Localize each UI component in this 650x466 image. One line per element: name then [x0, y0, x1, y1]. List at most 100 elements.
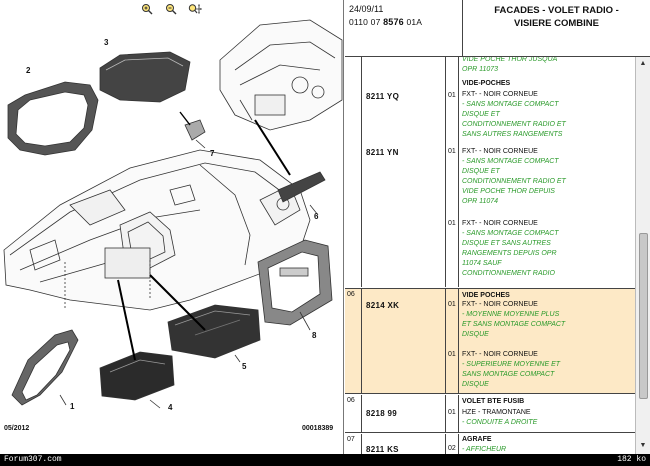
qty-cell: 01: [446, 145, 459, 215]
diagram-date: 05/2012: [4, 425, 30, 432]
description-cell: VIDE-POCHES FXT- - NOIR CORNEUE - SANS M…: [459, 77, 635, 145]
part-qty: 01: [448, 301, 456, 308]
description-cell: VIDE POCHE THOR JUSQUA OPR 11073: [459, 57, 635, 77]
callout-label: 7: [210, 149, 215, 158]
qty-cell: 01: [446, 215, 459, 287]
part-ref[interactable]: 8211 YN: [366, 148, 399, 157]
description-line: - CONDUITE A DROITE: [462, 419, 538, 426]
description-line: DISQUE ET SANS AUTRES: [462, 240, 551, 247]
ref-cell: 8218 99: [362, 395, 446, 432]
description-cell: AGRAFE - AFFICHEUR: [459, 434, 635, 454]
section-cell: [345, 145, 362, 215]
description-line: FXT- - NOIR CORNEUE: [462, 351, 538, 358]
zoom-out-icon[interactable]: [164, 2, 178, 16]
description-cell: VOLET BTE FUSIB HZE - TRAMONTANE - CONDU…: [459, 395, 635, 432]
description-line: DISQUE ET: [462, 111, 500, 118]
description-cell: FXT- - NOIR CORNEUE - SANS MONTAGE COMPA…: [459, 215, 635, 287]
part-qty: 02: [448, 445, 456, 452]
ref-prefix: 0110 07: [349, 17, 381, 27]
description-line: OPR 11073: [462, 66, 499, 73]
section-cell: 06: [345, 289, 362, 393]
part-qty: 01: [448, 220, 456, 227]
part-ref[interactable]: 8218 99: [366, 409, 398, 418]
table-row: VIDE POCHE THOR JUSQUA OPR 11073: [345, 57, 635, 77]
table-row[interactable]: 8211 YQ 01 VIDE-POCHES FXT- - NOIR CORNE…: [345, 77, 635, 145]
description-line: DISQUE ET: [462, 168, 500, 175]
arrow-down-icon[interactable]: ▼: [639, 442, 647, 449]
ref-suffix: 01A: [406, 17, 423, 27]
description-cell: FXT- - NOIR CORNEUE - SANS MONTAGE COMPA…: [459, 145, 635, 215]
arrow-up-icon[interactable]: ▲: [639, 60, 647, 67]
header-ref-cell: 24/09/11 0110 07 8576 01A: [345, 0, 463, 57]
file-size: 182 ko: [617, 455, 646, 464]
title-line: VISIERE COMBINE: [514, 18, 599, 29]
callout-label: 6: [314, 212, 319, 221]
description-line: RANGEMENTS DEPUIS OPR: [462, 250, 557, 257]
table-row[interactable]: 8211 YN 01 FXT- - NOIR CORNEUE - SANS MO…: [345, 145, 635, 215]
ref-main: 8576: [383, 17, 404, 27]
part-qty: 01: [448, 409, 456, 416]
part-ref[interactable]: 8211 YQ: [366, 92, 400, 101]
part-qty: 01: [448, 351, 456, 358]
part-title: VOLET BTE FUSIB: [462, 398, 525, 405]
zoom-in-icon[interactable]: [140, 2, 154, 16]
part-ref[interactable]: 8214 XK: [366, 301, 400, 310]
description-line: HZE - TRAMONTANE: [462, 409, 531, 416]
site-watermark: Forum307.com: [4, 455, 62, 464]
description-line: ET SANS MONTAGE COMPACT: [462, 321, 566, 328]
pan-icon[interactable]: [188, 2, 202, 16]
description-line: VIDE POCHE THOR DEPUIS: [462, 188, 555, 195]
description-line: - SANS MONTAGE COMPACT: [462, 230, 559, 237]
callout-label: 2: [26, 66, 31, 75]
qty-cell: 01: [446, 395, 459, 432]
qty-cell: [446, 57, 459, 77]
description-line: CONDITIONNEMENT RADIO: [462, 270, 555, 277]
description-cell: VIDE POCHES FXT- - NOIR CORNEUE - MOYENN…: [459, 289, 635, 393]
header-date: 24/09/11: [349, 4, 384, 14]
parts-diagram-pane: 1 2 3 4 5 6 7 8 05/2012 00018389: [3, 0, 344, 454]
callout-label: 4: [168, 403, 173, 412]
section-cell: [345, 57, 362, 77]
section-number: 07: [347, 436, 355, 443]
description-line: 11074 SAUF: [462, 260, 502, 267]
scrollbar-thumb[interactable]: [639, 233, 648, 399]
vertical-scrollbar[interactable]: ▲ ▼: [635, 57, 650, 454]
section-number: 06: [347, 397, 355, 404]
callout-label: 1: [70, 402, 75, 411]
qty-cell: 02: [446, 434, 459, 454]
ref-cell: 8211 YN: [362, 145, 446, 215]
status-bar: Forum307.com 182 ko: [0, 454, 650, 466]
description-line: CONDITIONNEMENT RADIO ET: [462, 121, 566, 128]
description-line: - MOYENNE MOYENNE PLUS: [462, 311, 560, 318]
parts-table: VIDE POCHE THOR JUSQUA OPR 11073 8211 YQ…: [345, 57, 635, 454]
section-number: 06: [347, 291, 355, 298]
ref-cell: 8214 XK: [362, 289, 446, 393]
parts-list-pane: 24/09/11 0110 07 8576 01A FACADES - VOLE…: [345, 0, 650, 454]
section-cell: [345, 215, 362, 287]
description-line: - SANS MONTAGE COMPACT: [462, 158, 559, 165]
part-ref[interactable]: 8211 KS: [366, 445, 399, 454]
description-line: - AFFICHEUR: [462, 446, 507, 453]
table-row[interactable]: 06 8218 99 01 VOLET BTE FUSIB HZE - TRAM…: [345, 395, 635, 433]
parts-header: 24/09/11 0110 07 8576 01A FACADES - VOLE…: [345, 0, 650, 57]
table-row[interactable]: 07 8211 KS 02 AGRAFE - AFFICHEUR: [345, 434, 635, 454]
exploded-parts-diagram: [3, 19, 343, 409]
part-title: AGRAFE: [462, 436, 492, 443]
table-row-highlighted[interactable]: 06 8214 XK 01 01 VIDE POCHES FXT- - NOIR…: [345, 288, 635, 394]
description-line: OPR 11074: [462, 198, 499, 205]
part-title: VIDE POCHES: [462, 292, 510, 299]
description-line: SANS MONTAGE COMPACT: [462, 371, 555, 378]
part-title: VIDE-POCHES: [462, 80, 511, 87]
callout-label: 3: [104, 38, 109, 47]
description-line: FXT- - NOIR CORNEUE: [462, 91, 538, 98]
part-qty: 01: [448, 92, 456, 99]
description-line: - SANS MONTAGE COMPACT: [462, 101, 559, 108]
description-line: VIDE POCHE THOR JUSQUA: [462, 57, 558, 63]
ref-cell: 8211 YQ: [362, 77, 446, 145]
callout-label: 8: [312, 331, 317, 340]
section-cell: [345, 77, 362, 145]
table-row[interactable]: 01 FXT- - NOIR CORNEUE - SANS MONTAGE CO…: [345, 215, 635, 287]
description-line: SANS AUTRES RANGEMENTS: [462, 131, 563, 138]
section-cell: 07: [345, 434, 362, 454]
qty-cell: 01: [446, 77, 459, 145]
